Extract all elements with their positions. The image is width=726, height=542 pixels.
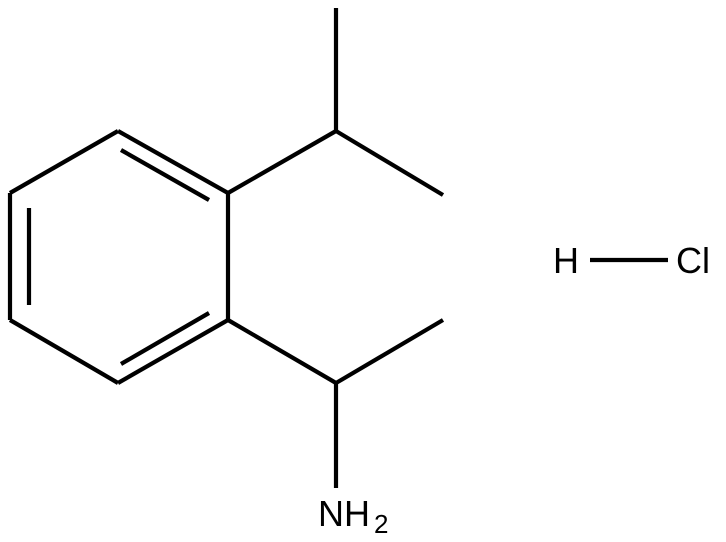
amine-label: NH 2 <box>318 493 388 539</box>
ring-bond-bottom-left <box>8 318 120 385</box>
methyl-bond <box>334 318 445 385</box>
ring-double-bond-inner-bottom <box>119 311 211 366</box>
ring-double-bond-inner-top <box>119 148 211 202</box>
hydrochloride-salt: H Cl <box>553 240 710 281</box>
chlorine-atom-label: Cl <box>676 240 710 281</box>
ethylamine-chain <box>226 318 445 488</box>
side-chain-bond-to-ring <box>226 318 338 385</box>
hydrogen-atom-label: H <box>553 240 579 281</box>
isopropyl-group <box>226 8 445 197</box>
isopropyl-bond-to-ring <box>226 129 338 195</box>
ring-bond-bottom-right <box>116 318 230 385</box>
ring-bond-top-left <box>8 129 120 195</box>
benzene-ring <box>7 129 231 385</box>
amine-nh-text: NH <box>318 493 370 534</box>
amine-subscript-text: 2 <box>374 509 388 539</box>
isopropyl-bond-right <box>334 129 445 197</box>
ring-bond-top-right <box>116 129 230 195</box>
